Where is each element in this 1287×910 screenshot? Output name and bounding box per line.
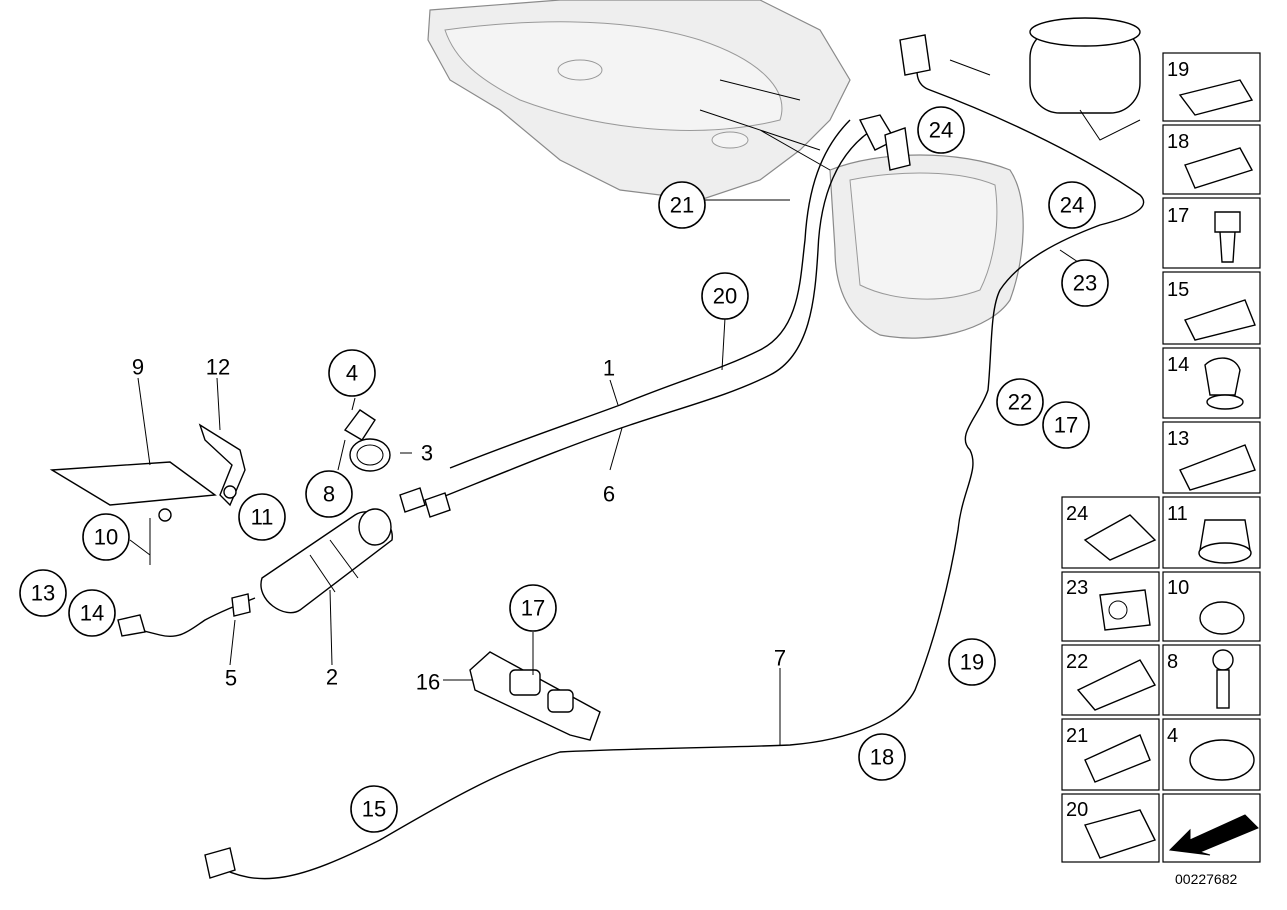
callout-4: 4 [328,349,376,397]
panel-label-13: 13 [1167,428,1189,450]
pipe-clip-assembly [469,651,601,741]
mounting-bracket [49,423,246,565]
callout-20: 20 [701,272,749,320]
svg-text:17: 17 [521,596,545,621]
panel-label-11: 11 [1167,503,1188,525]
svg-text:17: 17 [1054,413,1078,438]
reference-number: 00227682 [1175,871,1238,887]
callout-12: 12 [206,355,230,380]
block-20-sketch [1084,809,1156,859]
svg-text:14: 14 [80,601,104,626]
panel-label-23: 23 [1066,577,1088,599]
clip-21-sketch [1084,734,1151,783]
callout-9: 9 [132,355,144,380]
svg-text:24: 24 [929,118,953,143]
svg-text:18: 18 [870,745,894,770]
callout-5: 5 [225,666,237,691]
svg-text:8: 8 [323,482,335,507]
panel-label-22: 22 [1066,651,1088,673]
callout-6: 6 [603,482,615,507]
callout-19: 19 [948,638,996,686]
callout-11: 11 [238,493,286,541]
clip-13-sketch [1179,444,1256,491]
clip-19-sketch [1178,79,1254,116]
svg-text:15: 15 [362,797,386,822]
clip-18-sketch [1184,147,1254,189]
leader-lines [129,199,1079,745]
svg-text:24: 24 [1060,193,1084,218]
svg-text:23: 23 [1073,271,1097,296]
svg-text:20: 20 [713,284,737,309]
callout-3: 3 [421,441,433,466]
callout-2: 2 [326,665,338,690]
svg-text:13: 13 [31,581,55,606]
callout-plain-labels: 1 2 3 5 6 7 9 12 16 [132,355,786,695]
svg-text:10: 10 [94,525,118,550]
panel-label-21: 21 [1066,725,1088,747]
panel-label-19: 19 [1167,59,1189,81]
callout-circles: 4 8 10 11 13 14 15 17 17 18 19 20 21 22 … [19,106,1109,833]
callout-17a: 17 [509,584,557,632]
clip-22-sketch [1076,659,1157,711]
parts-panel: 19 18 17 15 14 13 11 10 8 4 24 23 22 21 … [1061,52,1261,863]
callout-21: 21 [658,181,706,229]
callout-17b: 17 [1042,401,1090,449]
panel-label-20: 20 [1066,799,1088,821]
clip-14-sketch [1204,357,1241,396]
panel-label-24: 24 [1066,503,1088,525]
panel-label-17: 17 [1167,205,1189,227]
callout-24b: 24 [1048,181,1096,229]
callout-22: 22 [996,378,1044,426]
callout-8: 8 [305,470,353,518]
fuel-filter [260,508,393,614]
callout-23: 23 [1061,259,1109,307]
callout-10: 10 [82,513,130,561]
panel-label-4: 4 [1167,725,1178,747]
callout-14: 14 [68,589,116,637]
charcoal-canister [949,17,1141,141]
hose-fittings [117,34,931,879]
callout-1: 1 [603,356,615,381]
svg-text:4: 4 [346,361,358,386]
svg-text:21: 21 [670,193,694,218]
callout-13: 13 [19,569,67,617]
clip-4-sketch [1189,739,1255,781]
panel-label-14: 14 [1167,354,1189,376]
callout-16: 16 [416,670,440,695]
nut-10-sketch [1199,601,1245,635]
panel-label-18: 18 [1167,131,1189,153]
filter-clamp [343,409,391,472]
svg-text:19: 19 [960,650,984,675]
panel-label-15: 15 [1167,279,1189,301]
callout-24a: 24 [917,106,965,154]
callout-7: 7 [774,646,786,671]
bolt-17-sketch [1214,211,1241,263]
fuel-tank-illustration [427,0,1024,339]
clip-23-sketch [1099,589,1151,631]
panel-label-8: 8 [1167,651,1178,673]
clip-15-sketch [1184,299,1256,341]
panel-label-10: 10 [1167,577,1189,599]
callout-18: 18 [858,733,906,781]
svg-text:22: 22 [1008,390,1032,415]
clip-24-sketch [1083,514,1157,561]
callout-15: 15 [350,785,398,833]
direction-arrow-icon [1168,814,1259,856]
svg-text:11: 11 [251,505,274,530]
screw-8-sketch [1212,649,1234,671]
